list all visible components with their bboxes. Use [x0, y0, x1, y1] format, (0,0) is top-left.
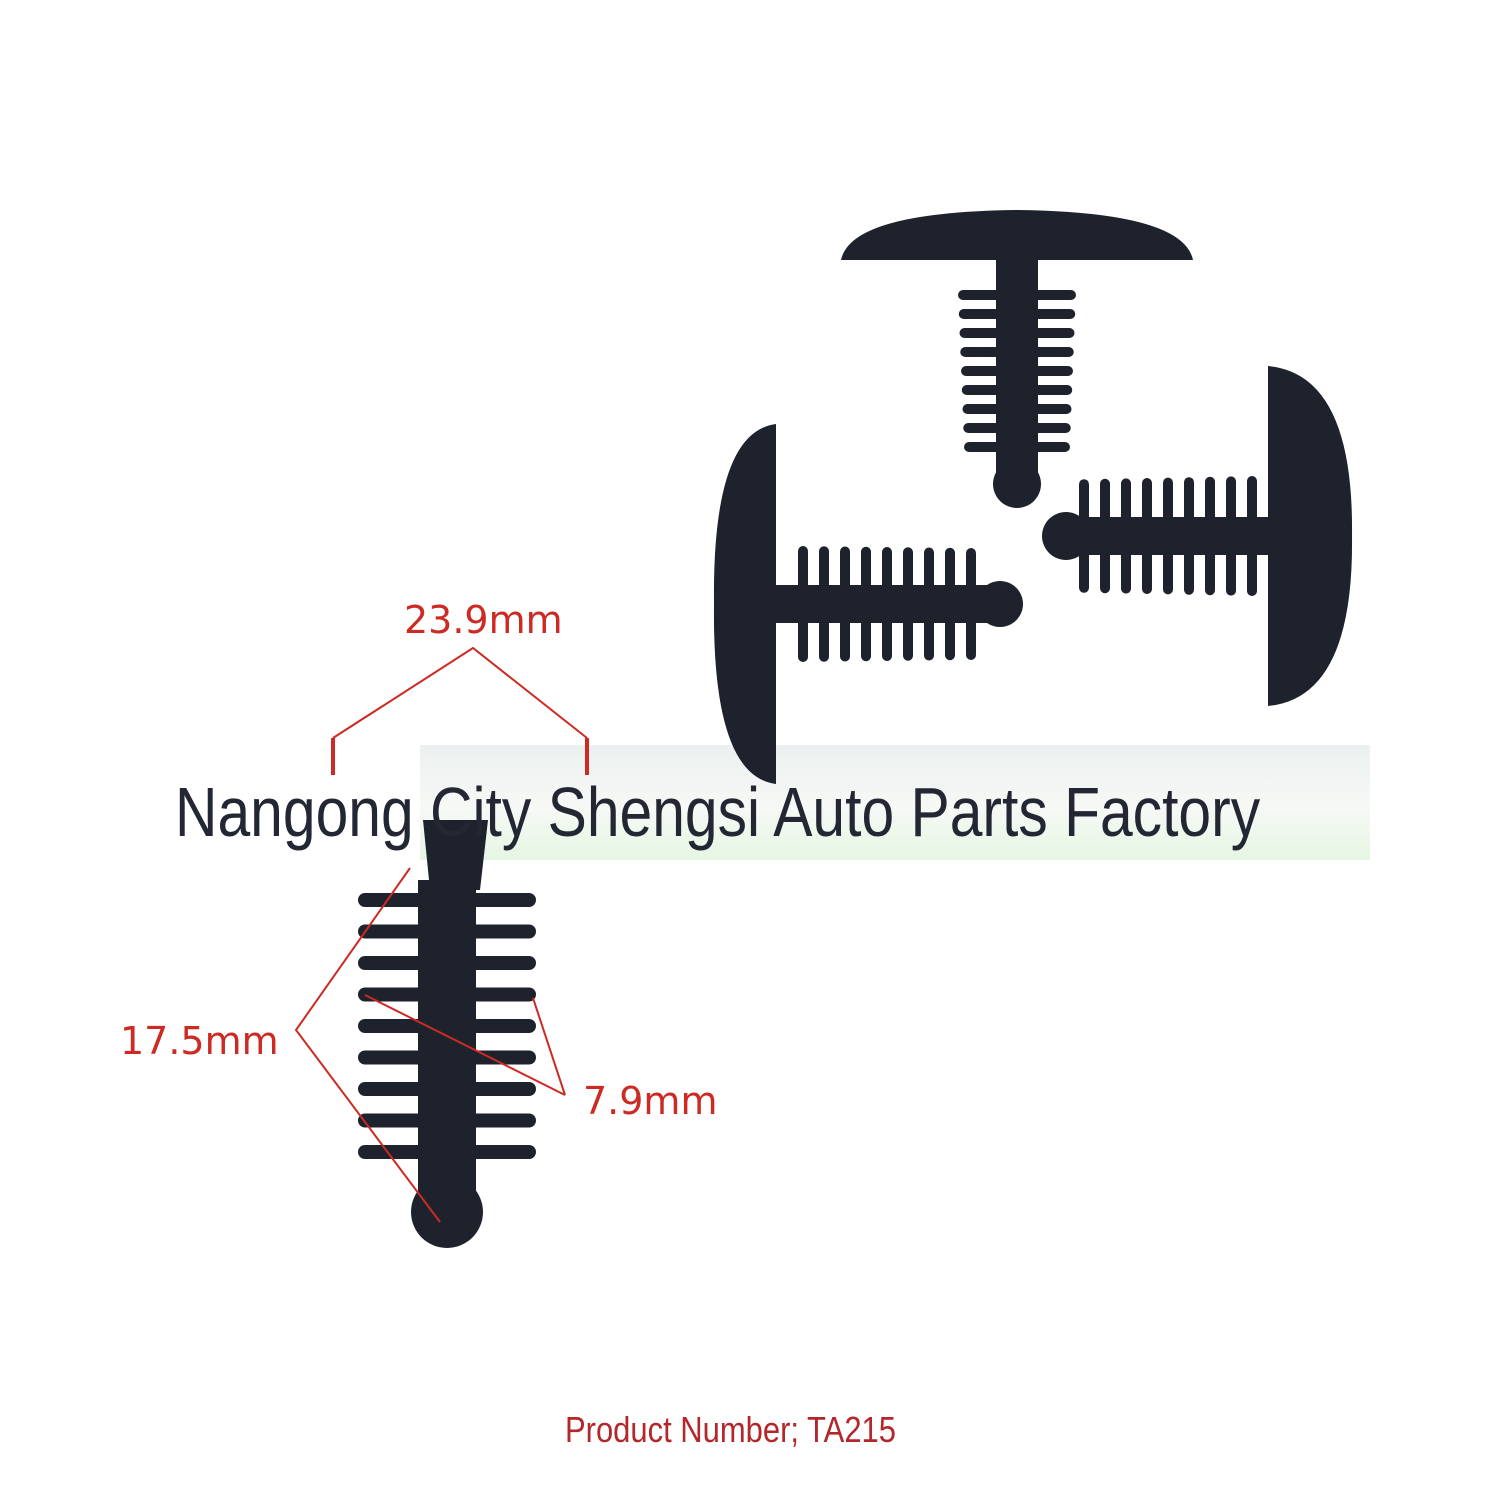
- clip-rib: [1100, 478, 1110, 594]
- clip-rib: [882, 547, 892, 661]
- width-dimension-line: [332, 646, 588, 739]
- clip-rib: [945, 547, 955, 661]
- clip-rib: [960, 347, 1074, 357]
- clip-tip: [1042, 512, 1090, 560]
- watermark-band: [420, 745, 1370, 860]
- clip-rib: [961, 366, 1073, 376]
- product-number: Product Number; TA215: [565, 1409, 896, 1450]
- watermark-text: Nangong City Shengsi Auto Parts Factory: [175, 773, 1261, 851]
- clip-head: [713, 424, 776, 784]
- clip-rib: [358, 1082, 536, 1096]
- clip-rib: [358, 1019, 536, 1033]
- clip-rib: [958, 309, 1076, 319]
- clip-rib: [961, 385, 1073, 395]
- clip-rib: [959, 328, 1075, 338]
- clip-right: [1042, 366, 1353, 706]
- clip-rib: [962, 404, 1072, 414]
- clip-rib: [819, 546, 829, 662]
- clip-rib: [358, 1050, 536, 1065]
- clip-rib: [798, 546, 808, 662]
- clip-head: [841, 210, 1193, 260]
- clip-rib: [1163, 477, 1173, 595]
- clip-tip: [411, 1176, 483, 1248]
- clip-rib: [1184, 477, 1194, 595]
- clip-rib: [358, 1113, 536, 1128]
- dimension-lines: [294, 646, 589, 1223]
- clip-left: [713, 424, 1023, 784]
- clip-rib: [1121, 478, 1131, 594]
- clip-rib: [1205, 476, 1215, 596]
- clip-rib: [861, 546, 871, 662]
- clip-rib: [358, 893, 536, 907]
- length-dimension-line: [294, 867, 441, 1223]
- clip-rib: [840, 546, 850, 662]
- clip-rib: [358, 1145, 536, 1159]
- rib-dimension-line-b: [532, 997, 566, 1096]
- rib-diameter-label: 7.9mm: [583, 1079, 718, 1123]
- clip-rib: [966, 548, 976, 660]
- clip-rib: [964, 442, 1070, 452]
- clip-rib: [358, 956, 536, 970]
- clip-dimensioned: [358, 820, 536, 1248]
- clip-top: [841, 210, 1193, 508]
- clip-tip: [993, 460, 1041, 508]
- clip-tip: [977, 581, 1023, 627]
- clip-rib: [903, 547, 913, 661]
- clip-rib: [958, 290, 1076, 300]
- clip-stem-top: [423, 820, 488, 890]
- shank-length-label: 17.5mm: [120, 1019, 279, 1063]
- clip-rib: [963, 423, 1071, 433]
- clip-rib: [1247, 476, 1257, 596]
- clip-head: [1268, 366, 1353, 706]
- clip-rib: [1226, 476, 1236, 596]
- clip-rib: [358, 987, 536, 1002]
- clip-rib: [1142, 478, 1152, 594]
- clip-rib: [358, 924, 536, 939]
- rib-dimension-line-a: [364, 994, 566, 1096]
- head-width-label: 23.9mm: [404, 598, 563, 642]
- clip-rib: [924, 547, 934, 661]
